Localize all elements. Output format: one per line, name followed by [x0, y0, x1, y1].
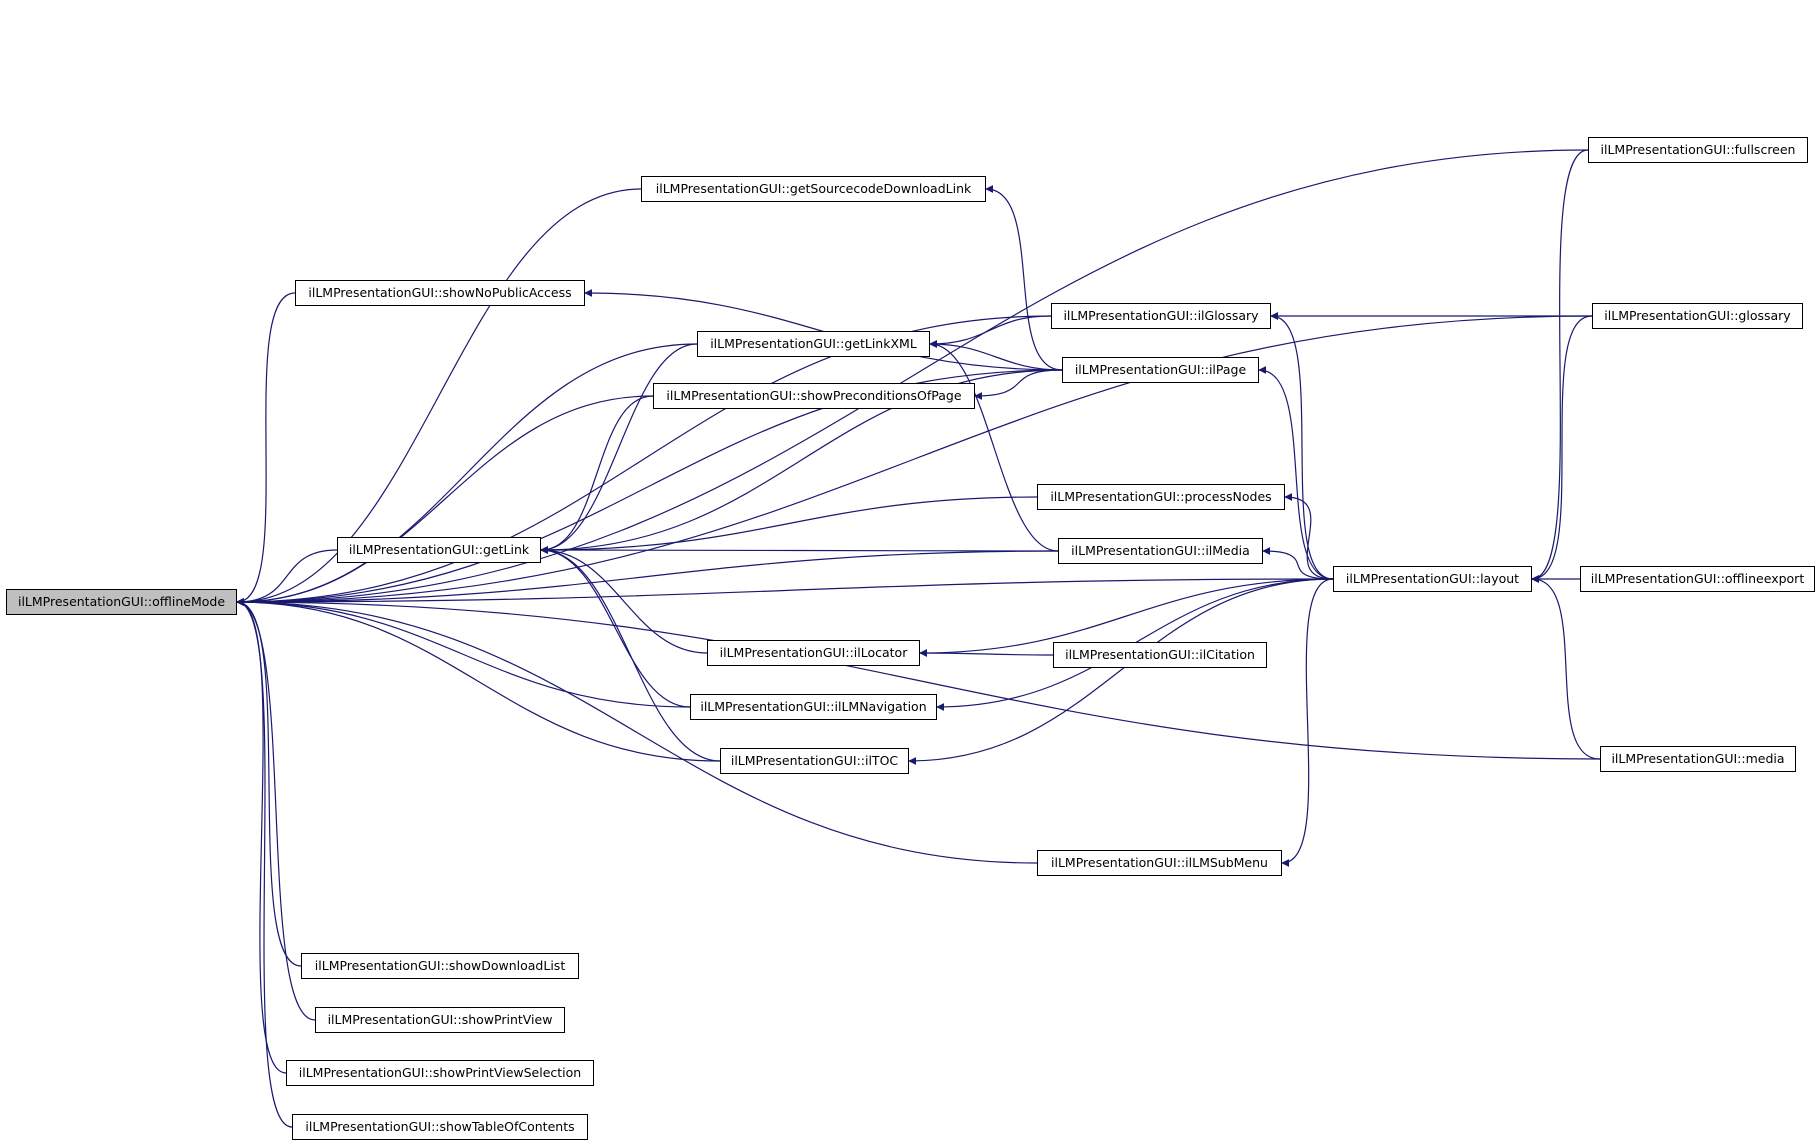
- node-showPreconditionsOfPage[interactable]: ilLMPresentationGUI::showPreconditionsOf…: [653, 383, 975, 409]
- edge-layout-glossary: [1531, 315, 1593, 583]
- edge-getLink-processNodes: [540, 496, 1038, 554]
- edge-offlineMode-getLinkXML: [236, 343, 698, 606]
- edge-offlineMode-ilLMNavigation: [236, 598, 691, 708]
- edge-getLink-ilLocator: [540, 546, 708, 654]
- node-showNoPublicAccess[interactable]: ilLMPresentationGUI::showNoPublicAccess: [295, 280, 585, 306]
- edge-getLinkXML-ilPage: [929, 340, 1063, 371]
- edge-getLink-ilLMNavigation: [540, 546, 691, 708]
- edge-offlineMode-getLink: [236, 549, 338, 606]
- node-ilCitation[interactable]: ilLMPresentationGUI::ilCitation: [1053, 642, 1267, 668]
- node-fullscreen[interactable]: ilLMPresentationGUI::fullscreen: [1588, 137, 1808, 163]
- edge-showPreconditionsOfPage-ilPage: [974, 369, 1063, 400]
- edge-getLink-ilTOC: [540, 546, 721, 762]
- node-getLinkXML[interactable]: ilLMPresentationGUI::getLinkXML: [697, 331, 930, 357]
- node-media[interactable]: ilLMPresentationGUI::media: [1600, 746, 1796, 772]
- node-ilGlossary[interactable]: ilLMPresentationGUI::ilGlossary: [1051, 303, 1271, 329]
- edge-getSourcecodeDownloadLink-ilPage: [985, 185, 1063, 371]
- edge-getLink-ilMedia: [540, 546, 1059, 555]
- edge-offlineMode-media: [236, 598, 1601, 760]
- edge-offlineMode-showPrintView: [236, 598, 316, 1021]
- node-offlineexport[interactable]: ilLMPresentationGUI::offlineexport: [1580, 566, 1815, 592]
- edge-ilLMSubMenu-layout: [1281, 578, 1334, 867]
- edge-getLinkXML-ilMedia: [929, 340, 1059, 552]
- node-ilLMSubMenu[interactable]: ilLMPresentationGUI::ilLMSubMenu: [1037, 850, 1282, 876]
- edge-processNodes-layout: [1284, 493, 1334, 580]
- node-offlineMode[interactable]: ilLMPresentationGUI::offlineMode: [6, 589, 237, 615]
- edge-getLinkXML-ilGlossary: [929, 315, 1052, 348]
- node-ilLocator[interactable]: ilLMPresentationGUI::ilLocator: [707, 640, 920, 666]
- edge-offlineMode-showDownloadList: [236, 598, 302, 967]
- edge-getLink-ilPage: [540, 369, 1063, 554]
- edge-offlineMode-ilMedia: [236, 550, 1059, 606]
- edge-offlineMode-showTableOfContents: [236, 598, 293, 1128]
- node-showPrintView[interactable]: ilLMPresentationGUI::showPrintView: [315, 1007, 565, 1033]
- node-ilMedia[interactable]: ilLMPresentationGUI::ilMedia: [1058, 538, 1263, 564]
- edge-layout-fullscreen: [1531, 149, 1589, 583]
- edge-offlineMode-getSourcecodeDownloadLink: [236, 188, 642, 606]
- edge-ilLocator-ilCitation: [919, 649, 1054, 658]
- edge-getLink-getLinkXML: [540, 343, 698, 554]
- node-layout[interactable]: ilLMPresentationGUI::layout: [1333, 566, 1532, 592]
- edge-ilLocator-layout: [919, 578, 1334, 657]
- edge-ilGlossary-layout: [1270, 312, 1334, 580]
- node-showDownloadList[interactable]: ilLMPresentationGUI::showDownloadList: [301, 953, 579, 979]
- edge-offlineMode-showPreconditionsOfPage: [236, 395, 654, 606]
- edge-offlineMode-glossary: [236, 315, 1593, 606]
- node-getSourcecodeDownloadLink[interactable]: ilLMPresentationGUI::getSourcecodeDownlo…: [641, 176, 986, 202]
- node-showTableOfContents[interactable]: ilLMPresentationGUI::showTableOfContents: [292, 1114, 588, 1140]
- edge-offlineMode-fullscreen: [236, 149, 1589, 606]
- node-getLink[interactable]: ilLMPresentationGUI::getLink: [337, 537, 541, 563]
- edge-ilPage-layout: [1258, 366, 1334, 580]
- node-ilTOC[interactable]: ilLMPresentationGUI::ilTOC: [720, 748, 909, 774]
- edges-layer: [236, 149, 1601, 1128]
- edge-offlineMode-showNoPublicAccess: [236, 292, 296, 606]
- node-showPrintViewSelection[interactable]: ilLMPresentationGUI::showPrintViewSelect…: [286, 1060, 594, 1086]
- edge-offlineMode-ilTOC: [236, 598, 721, 762]
- node-processNodes[interactable]: ilLMPresentationGUI::processNodes: [1037, 484, 1285, 510]
- edge-ilTOC-layout: [908, 578, 1334, 765]
- edge-ilMedia-layout: [1262, 547, 1334, 580]
- node-ilPage[interactable]: ilLMPresentationGUI::ilPage: [1062, 357, 1259, 383]
- node-ilLMNavigation[interactable]: ilLMPresentationGUI::ilLMNavigation: [690, 694, 937, 720]
- edge-offlineMode-layout: [236, 578, 1334, 606]
- edge-offlineMode-ilLMSubMenu: [236, 598, 1038, 864]
- edge-getLink-showPreconditionsOfPage: [540, 395, 654, 554]
- node-glossary[interactable]: ilLMPresentationGUI::glossary: [1592, 303, 1803, 329]
- edge-layout-media: [1531, 575, 1601, 760]
